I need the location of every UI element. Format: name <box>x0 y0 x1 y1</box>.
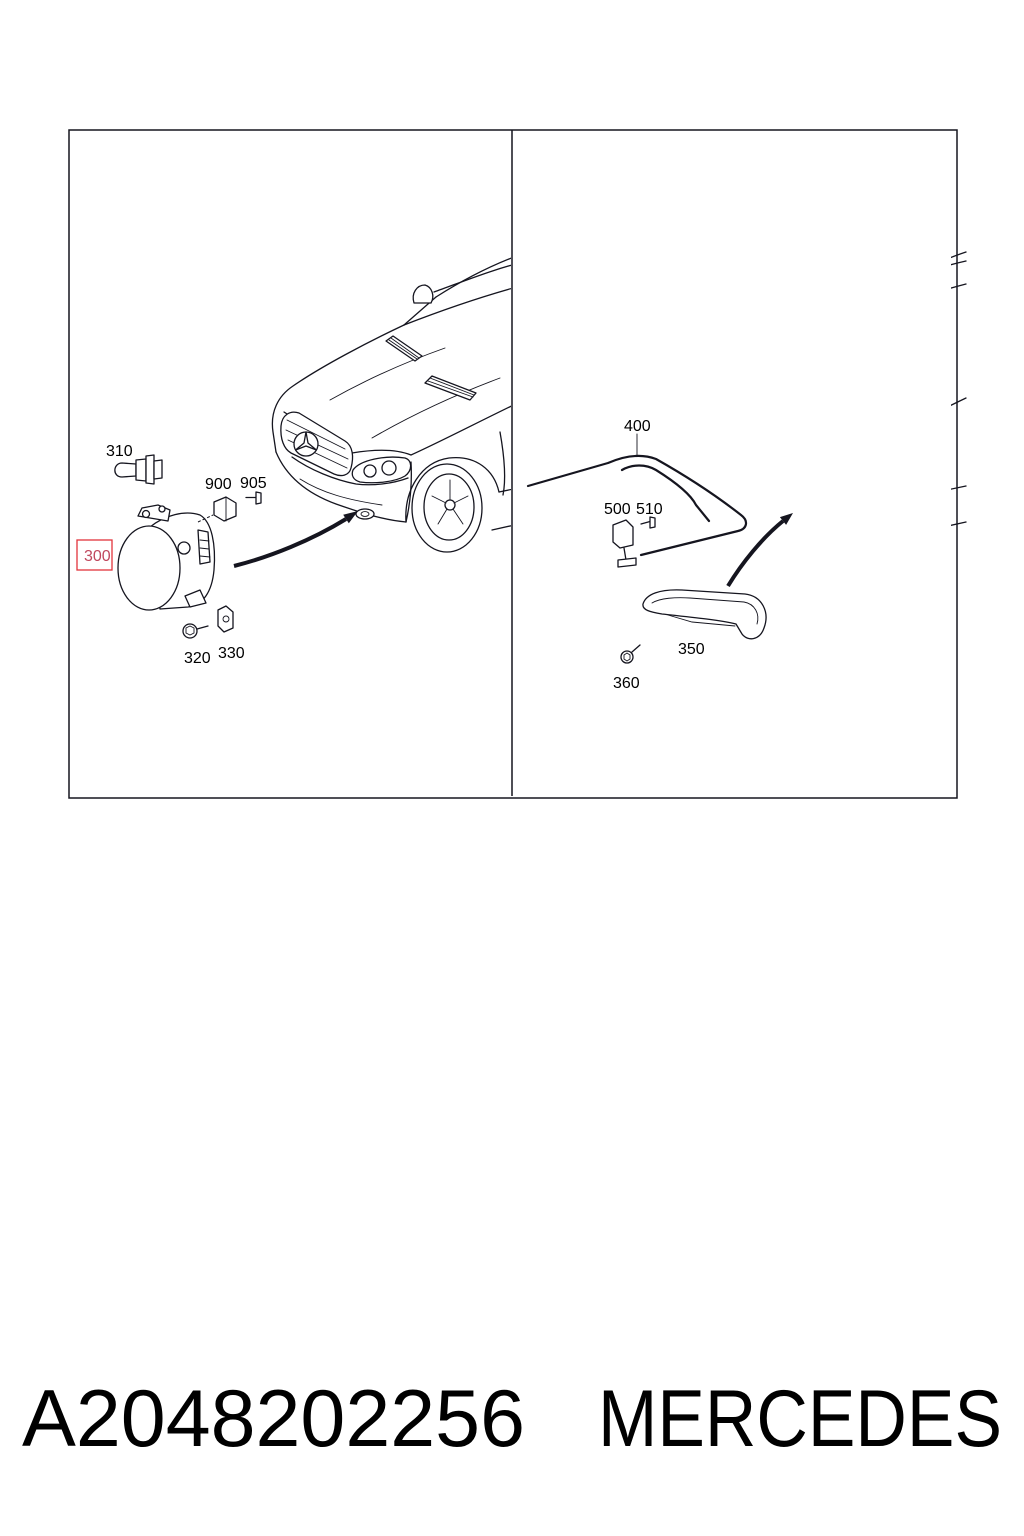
clip-nut-hole <box>222 615 230 623</box>
connector-part <box>213 496 237 522</box>
footer: A2048202256 MERCEDES <box>22 1374 1002 1464</box>
install-arrow-left <box>233 517 348 568</box>
screw-hex <box>185 625 195 636</box>
control-unit-part <box>612 519 637 568</box>
bulb-connector <box>153 459 163 480</box>
part-number: A2048202256 <box>22 1374 525 1464</box>
clip-nut-body <box>217 605 234 633</box>
fog-lamp-adjust-screw <box>158 505 166 513</box>
callout-connector: 900 <box>205 476 232 493</box>
bulb-part <box>114 454 163 485</box>
drl-lower-edge <box>667 614 736 627</box>
control-unit-wire <box>623 547 627 561</box>
callout-daytime-running-light: 350 <box>678 641 705 658</box>
screw-hex <box>623 652 631 662</box>
left-panel <box>114 251 511 639</box>
fog-lamp-lens <box>117 525 181 611</box>
fog-lamp-side-bracket <box>197 529 211 565</box>
control-unit-body <box>612 519 634 549</box>
callout-mounting-screw-right: 360 <box>613 675 640 692</box>
screw-shaft <box>196 625 209 630</box>
callout-labels: 310 900 905 320 330 400 500 510 350 360 <box>106 418 705 692</box>
install-arrow-right <box>726 519 785 588</box>
control-unit-tag <box>617 557 637 568</box>
callout-connector-screw: 905 <box>240 475 267 492</box>
right-panel <box>526 251 967 664</box>
harness-main-wire <box>526 454 748 557</box>
screw-shaft <box>631 644 641 653</box>
connector-body <box>213 496 237 522</box>
arrow-head-left <box>343 511 358 524</box>
bulb-base <box>135 458 147 482</box>
fog-lamp-part <box>117 504 216 611</box>
fog-lamp-adjust-screw <box>141 509 151 519</box>
bulb-collar <box>145 454 155 485</box>
drl-housing <box>642 589 767 640</box>
highlight-box <box>76 539 113 571</box>
control-unit-screw-part <box>640 516 656 529</box>
screw-head <box>255 491 262 505</box>
callout-mounting-screw-left: 320 <box>184 650 211 667</box>
daytime-running-light-part <box>642 589 767 640</box>
harness-branch-wire <box>620 464 711 523</box>
clip-nut-part <box>217 605 234 633</box>
callout-fog-lamp-highlighted: 300 <box>84 548 111 565</box>
arrow-head-right <box>779 513 793 525</box>
lamp-to-connector-dash <box>197 514 214 523</box>
screw-head <box>649 516 656 529</box>
connector-screw-part <box>245 491 262 505</box>
wiring-harness-part <box>526 433 748 557</box>
callout-control-unit: 500 <box>604 501 631 518</box>
diagram-linework <box>68 129 967 799</box>
callout-control-unit-screw: 510 <box>636 501 663 518</box>
screw-washer <box>620 650 634 664</box>
drl-screw-part <box>620 644 641 664</box>
fog-lamp-socket <box>177 541 191 555</box>
diagram-frame <box>68 129 958 799</box>
screw-shaft <box>640 520 651 525</box>
mounting-screw-part <box>182 623 209 639</box>
callout-clip-nut: 330 <box>218 645 245 662</box>
drl-lens-line <box>651 597 759 625</box>
bulb-glass <box>114 462 137 478</box>
brand-name: MERCEDES <box>598 1374 1002 1464</box>
fog-lamp-bottom-tab <box>184 589 207 608</box>
bracket-ribs <box>199 539 211 558</box>
callout-bulb: 310 <box>106 443 133 460</box>
callout-wiring-harness: 400 <box>624 418 651 435</box>
